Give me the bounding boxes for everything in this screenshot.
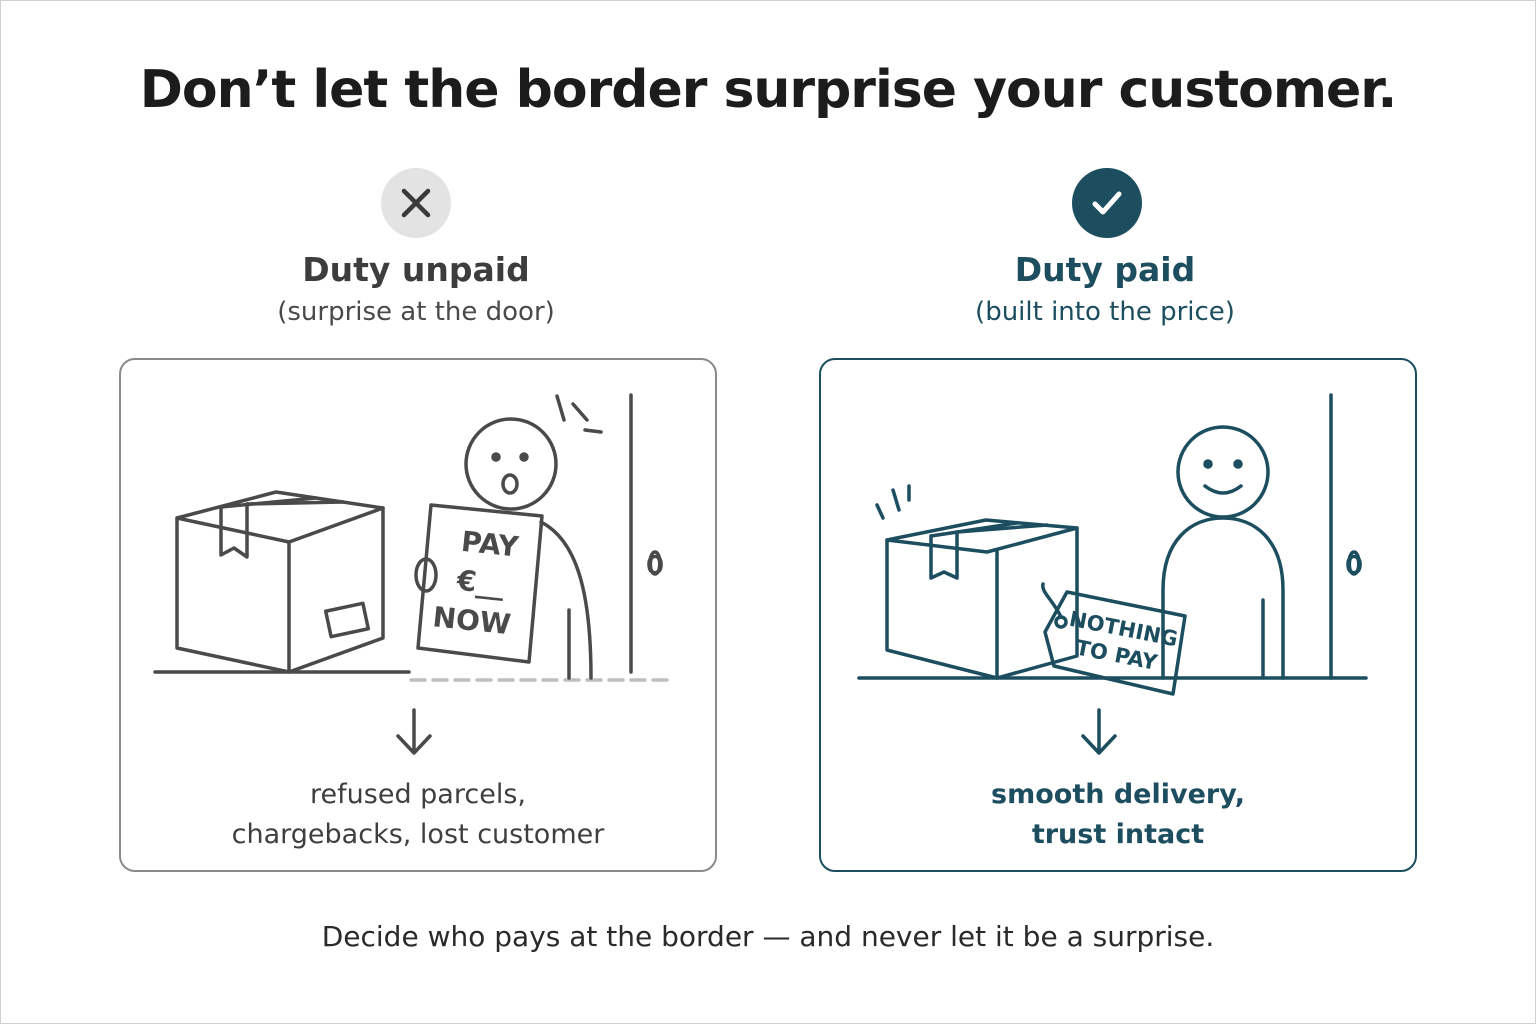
shocked-person-icon — [464, 394, 603, 680]
outcome-line-2: chargebacks, lost customer — [231, 819, 605, 850]
pay-now-sign — [414, 503, 544, 664]
door-number: 0 — [646, 551, 664, 581]
sign-text-now: NOW — [431, 600, 512, 641]
sign-text-pay: PAY — [460, 525, 521, 564]
x-icon — [381, 168, 451, 238]
duty-unpaid-illustration: PAY €__ NOW 0 — [153, 393, 671, 755]
duty-paid-heading: Duty paid — [1014, 250, 1196, 289]
door-number: 0 — [1345, 551, 1363, 581]
duty-unpaid-panel: PAY €__ NOW 0 refused parcels, chargebac… — [119, 358, 717, 872]
footer-tagline: Decide who pays at the border — and neve… — [321, 920, 1215, 953]
duty-paid-illustration: NOTHING TO PAY 0 — [857, 393, 1368, 755]
nothing-to-pay-tag — [1041, 582, 1187, 696]
door-handle-icon — [648, 550, 662, 576]
duty-paid-panel: NOTHING TO PAY 0 smooth delivery, trust … — [819, 358, 1417, 872]
page-title: Don’t let the border surprise your custo… — [139, 60, 1398, 120]
parcel-box-icon — [175, 490, 385, 674]
duty-unpaid-heading: Duty unpaid — [302, 250, 530, 289]
duty-unpaid-outcome: refused parcels, chargebacks, lost custo… — [121, 775, 715, 855]
outcome-line-1: smooth delivery, — [991, 779, 1245, 810]
outcome-line-2: trust intact — [1031, 819, 1205, 850]
outcome-line-1: refused parcels, — [310, 779, 526, 810]
duty-unpaid-subheading: (surprise at the door) — [277, 297, 555, 327]
duty-paid-outcome: smooth delivery, trust intact — [821, 775, 1415, 855]
door-handle-icon — [1347, 550, 1361, 576]
smiling-person-icon — [1161, 425, 1285, 680]
parcel-box-icon — [875, 484, 1079, 680]
sign-text-amount: €__ — [454, 563, 506, 601]
duty-paid-subheading: (built into the price) — [975, 297, 1235, 327]
down-arrow-icon — [1081, 708, 1117, 755]
down-arrow-icon — [396, 708, 432, 755]
check-icon — [1072, 168, 1142, 238]
